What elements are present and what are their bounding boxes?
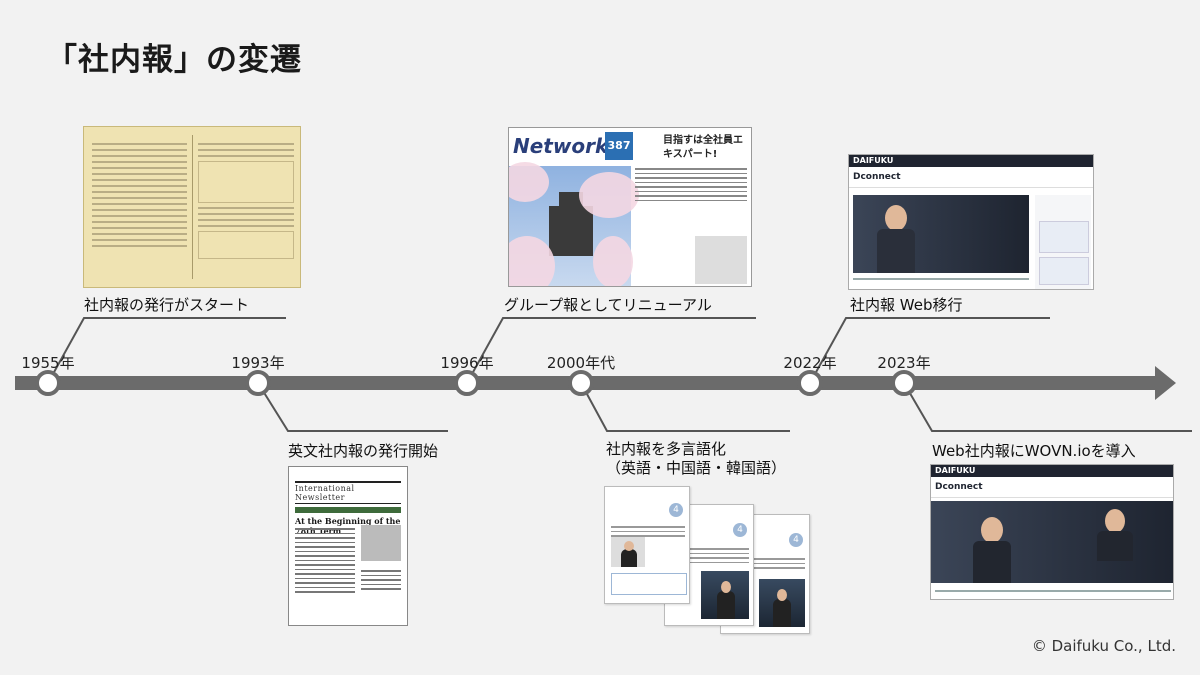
connector-2023 (903, 382, 1192, 432)
year-1955: 1955年 (21, 354, 75, 372)
node-2023 (891, 370, 917, 396)
image-2022-web-newsletter: DAIFUKU Dconnect (848, 154, 1094, 290)
image-1996-network-magazine: Network 387 目指すは全社員エキスパート! (508, 127, 752, 287)
event-label-2000s: 社内報を多言語化 （英語・中国語・韓国語） (606, 440, 786, 478)
page-title: 「社内報」の変遷 (46, 42, 302, 78)
year-1993: 1993年 (231, 354, 285, 372)
event-label-1955: 社内報の発行がスタート (84, 296, 250, 314)
event-label-1993: 英文社内報の発行開始 (288, 442, 439, 460)
node-1996 (454, 370, 480, 396)
connector-2000 (580, 382, 790, 432)
node-1955 (35, 370, 61, 396)
node-2022 (797, 370, 823, 396)
net-issue-number: 387 (605, 132, 633, 160)
event-label-2023: Web社内報にWOVN.ioを導入 (932, 442, 1136, 460)
web-site-2022: Dconnect (849, 167, 1093, 188)
event-label-1996: グループ報としてリニューアル (504, 296, 712, 314)
year-2022: 2022年 (783, 354, 837, 372)
net-heading: 目指すは全社員エキスパート! (663, 135, 743, 160)
web-brand-2022: DAIFUKU (849, 155, 1093, 167)
timeline-arrowhead (1155, 366, 1176, 400)
year-1996: 1996年 (440, 354, 494, 372)
year-2000s: 2000年代 (546, 354, 616, 372)
node-2000 (568, 370, 594, 396)
intl-masthead: International Newsletter (295, 481, 401, 504)
intl-headline: At the Beginning of the 78th Term (295, 516, 401, 536)
web-site-2023: Dconnect (931, 477, 1173, 498)
net-logo: Network (513, 134, 609, 158)
connector-2022 (809, 317, 1050, 384)
image-2023-web-newsletter-wovn: DAIFUKU Dconnect (930, 464, 1174, 600)
connector-1955 (47, 317, 286, 384)
event-label-2022: 社内報 Web移行 (850, 296, 963, 314)
event-label-2000s-line1: 社内報を多言語化 (606, 440, 727, 458)
year-2023: 2023年 (877, 354, 931, 372)
image-2000s-newsletter-english: 4 (604, 486, 690, 604)
connector-1996 (466, 317, 756, 384)
node-1993 (245, 370, 271, 396)
image-1955-newsletter (83, 126, 301, 288)
connector-1993 (257, 382, 448, 432)
image-1993-international-newsletter: International Newsletter At the Beginnin… (288, 466, 408, 626)
web-brand-2023: DAIFUKU (931, 465, 1173, 477)
event-label-2000s-line2: （英語・中国語・韓国語） (606, 459, 787, 477)
copyright: © Daifuku Co., Ltd. (1031, 637, 1176, 655)
